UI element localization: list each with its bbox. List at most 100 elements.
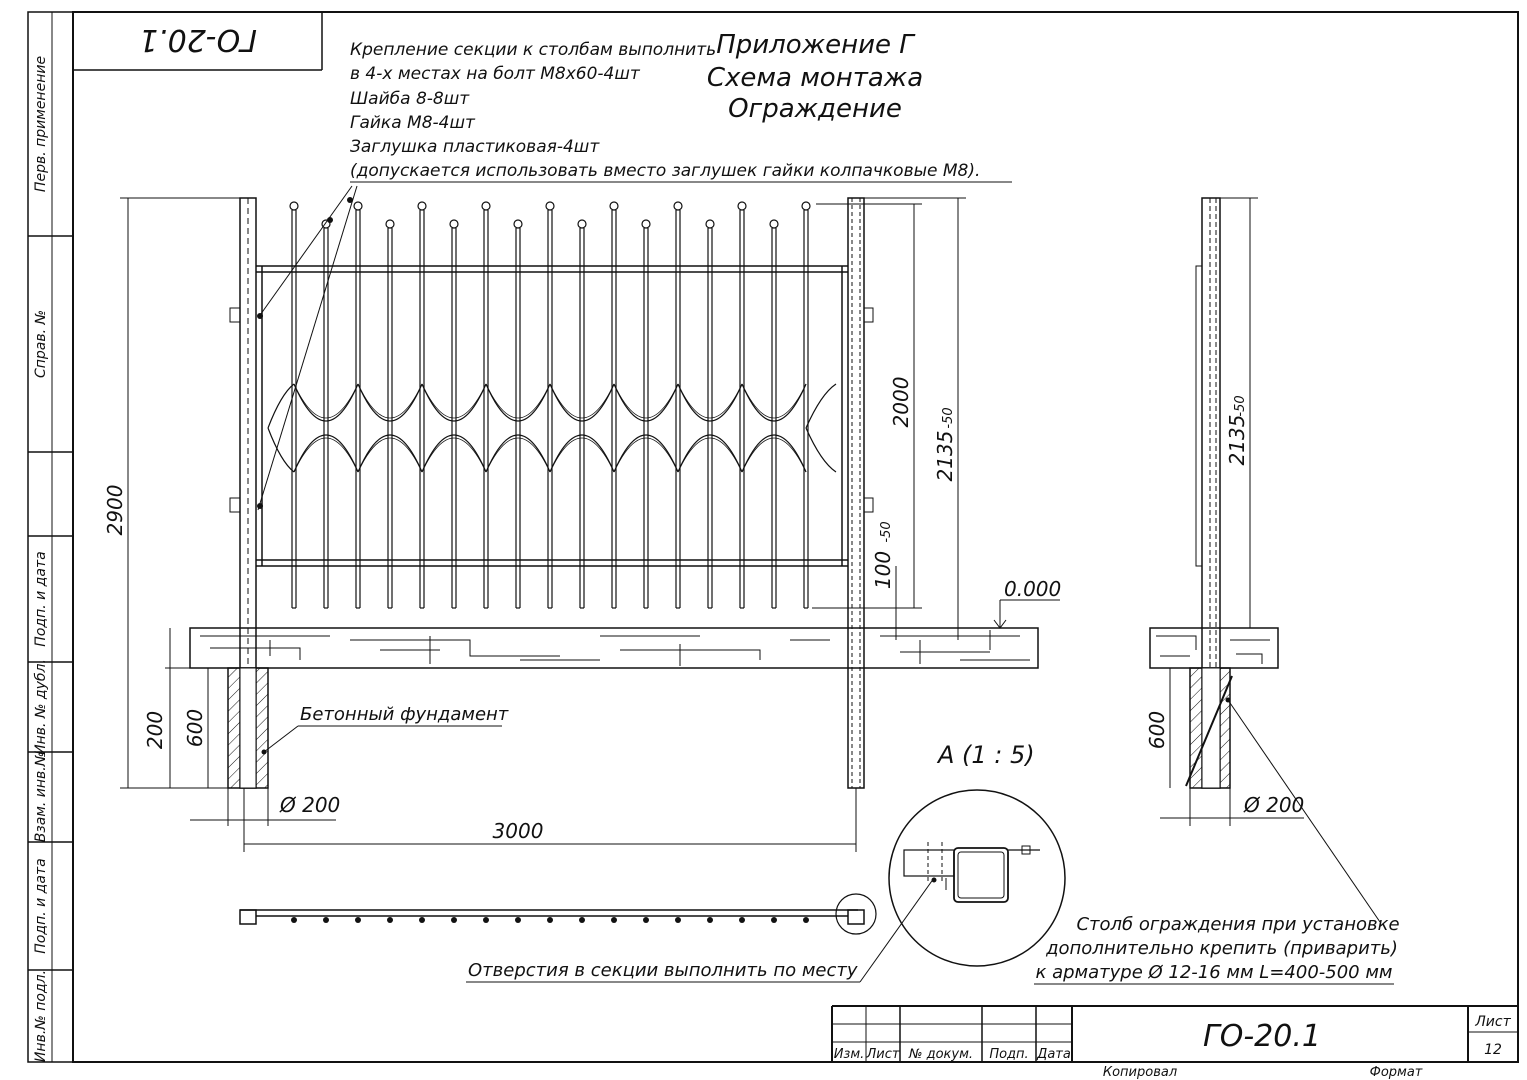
level-mark: 0.000 <box>1004 577 1061 601</box>
picket <box>545 201 555 609</box>
post-note: Столб ограждения при установке дополните… <box>1034 914 1400 985</box>
ornament-lens <box>677 383 743 473</box>
pickets <box>289 201 811 609</box>
picket <box>673 201 683 609</box>
tb-col-date: Дата <box>1036 1047 1071 1062</box>
tb-col-list: Лист <box>866 1047 900 1062</box>
picket <box>609 201 619 609</box>
tb-col-izm: Изм. <box>834 1047 865 1062</box>
plan-dot <box>579 917 585 923</box>
picket <box>801 201 811 609</box>
side-view: 2135 -50 600 Ø 200 <box>1145 197 1381 923</box>
dim-post-tol: -50 <box>941 407 956 428</box>
picket <box>481 201 491 609</box>
note-line-3: Шайба 8-8шт <box>350 89 470 109</box>
ornament-edge <box>267 383 295 473</box>
tb-sheet-number: 12 <box>1484 1042 1502 1058</box>
plan-dot <box>323 917 329 923</box>
tb-sheet-label: Лист <box>1474 1014 1511 1030</box>
picket <box>641 219 651 609</box>
side-dim-tol: -50 <box>1233 395 1248 416</box>
note-line-4: Гайка М8-4шт <box>350 113 476 133</box>
picket <box>769 219 779 609</box>
dim-foundation-depth: 600 <box>183 709 207 747</box>
plan-dot <box>355 917 361 923</box>
side-dim-diam: Ø 200 <box>1243 793 1304 817</box>
title-line-3: Ограждение <box>728 94 902 124</box>
ornament-lens <box>485 383 551 473</box>
plan-dot <box>771 917 777 923</box>
side-dim-height: 2135 <box>1225 415 1249 466</box>
plan-dot <box>611 917 617 923</box>
foundation <box>227 667 269 789</box>
dim-foundation-diam: Ø 200 <box>279 793 340 817</box>
dim-above-footing: 200 <box>143 711 167 749</box>
note-leaders <box>257 185 358 511</box>
plan-dot <box>547 917 553 923</box>
picket <box>737 201 747 609</box>
plan-dot <box>803 917 809 923</box>
plan-view <box>239 893 877 935</box>
picket <box>417 201 427 609</box>
stamp-cell-3: Подп. и дата <box>33 551 49 646</box>
dim-post-height: 2135 <box>933 431 957 482</box>
tb-col-sign: Подп. <box>989 1047 1028 1062</box>
tb-copied: Копировал <box>1103 1065 1177 1080</box>
post-note-line-1: Столб ограждения при установке <box>1076 914 1399 935</box>
picket <box>705 219 715 609</box>
ornament-lens <box>421 383 487 473</box>
dim-gap: 100 <box>871 551 895 589</box>
tb-doc-code: ГО-20.1 <box>1203 1019 1321 1054</box>
plan-dot <box>739 917 745 923</box>
ground-strip <box>189 627 1039 669</box>
plan-dot <box>451 917 457 923</box>
dim-span: 3000 <box>493 819 544 843</box>
picket <box>385 219 395 609</box>
plan-dot <box>291 917 297 923</box>
dim-total-height: 2900 <box>103 485 127 536</box>
ornament <box>267 383 837 473</box>
note-line-5: Заглушка пластиковая-4шт <box>350 137 600 157</box>
title: Приложение Г Схема монтажа Ограждение <box>707 30 923 124</box>
holes-label: Отверстия в секции выполнить по месту <box>468 960 858 981</box>
picket <box>449 219 459 609</box>
foundation-label: Бетонный фундамент <box>300 704 509 725</box>
ornament-lens <box>293 383 359 473</box>
plan-picket-dots <box>291 917 809 923</box>
picket <box>289 201 299 609</box>
dim-gap-tol: -50 <box>879 521 894 542</box>
side-dim-depth: 600 <box>1145 711 1169 749</box>
stamp-cell-1: Перв. применение <box>33 56 49 192</box>
note-line-6: (допускается использовать вместо заглуше… <box>350 161 980 181</box>
plan-dot <box>483 917 489 923</box>
plan-dot <box>643 917 649 923</box>
post-note-line-3: к арматуре Ø 12-16 мм L=400-500 мм <box>1035 962 1392 983</box>
picket <box>353 201 363 609</box>
ornament-lens <box>549 383 615 473</box>
stamp-cell-2: Справ. № <box>33 310 49 378</box>
ornament-edge <box>805 383 837 473</box>
ornament-lens <box>741 383 807 473</box>
ornament-lens <box>357 383 423 473</box>
detail-label: A (1 : 5) <box>936 741 1035 769</box>
front-dimensions: 2900 200 600 Ø 200 3000 2000 2135 -50 10… <box>103 197 1061 852</box>
note-line-2: в 4-х местах на болт М8х60-4шт <box>350 64 641 84</box>
post-note-line-2: дополнительно крепить (приварить) <box>1045 938 1398 959</box>
plan-dot <box>515 917 521 923</box>
note-line-1: Крепление секции к столбам выполнить <box>350 40 716 60</box>
title-block: Изм. Лист № докум. Подп. Дата ГО-20.1 Ли… <box>831 1005 1518 1080</box>
stamp-cell-5: Взам. инв.№ <box>33 752 49 843</box>
front-view: Бетонный фундамент <box>189 197 1039 789</box>
plan-dot <box>675 917 681 923</box>
ornament-lens <box>613 383 679 473</box>
side-stamp: Перв. применение Справ. № Подп. и дата И… <box>27 11 74 1063</box>
assembly-notes: Крепление секции к столбам выполнить в 4… <box>257 40 1012 511</box>
title-line-1: Приложение Г <box>716 30 916 60</box>
tb-format: Формат <box>1370 1065 1423 1080</box>
stamp-cell-4: Инв. № дубл. <box>33 659 49 755</box>
picket <box>513 219 523 609</box>
right-post <box>847 197 874 789</box>
plan-dot <box>707 917 713 923</box>
